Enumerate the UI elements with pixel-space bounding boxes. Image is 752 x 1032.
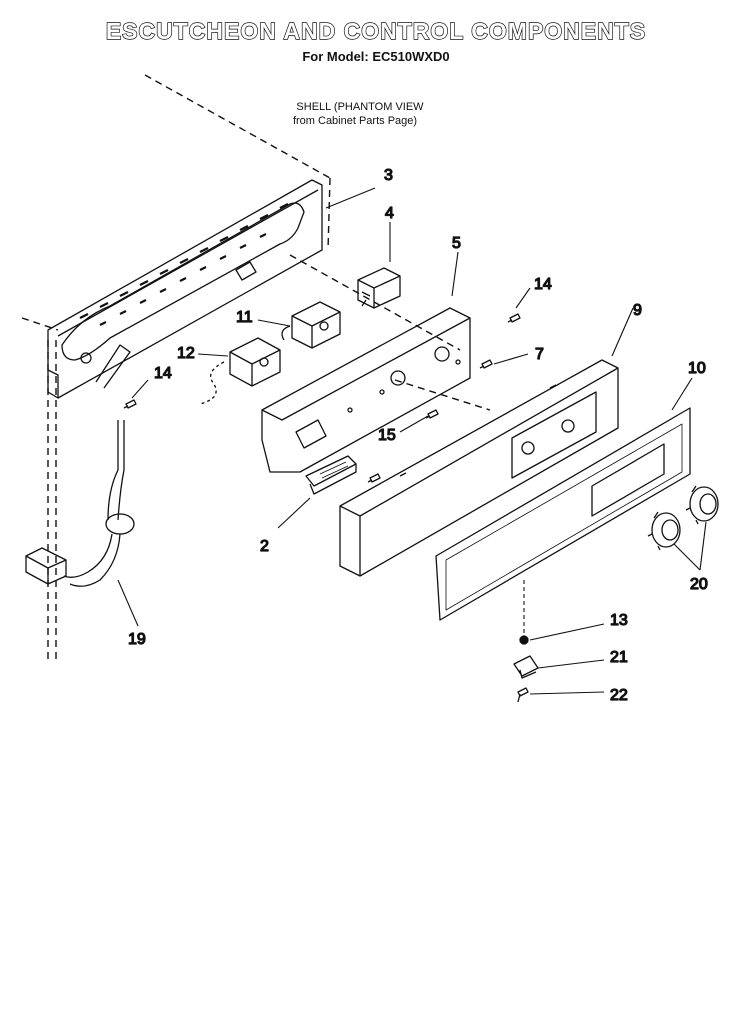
control-plate-part-5: [261, 307, 471, 473]
switch-part-4: [357, 267, 401, 309]
callout-11: 11: [236, 309, 253, 326]
callout-9: 9: [633, 302, 642, 319]
rear-bracket-part-3: [47, 179, 323, 399]
callout-20: 20: [690, 576, 708, 593]
escutcheon-panel-part-9: [339, 359, 619, 577]
power-cord-part-19: [25, 420, 135, 587]
callout-4: 4: [385, 205, 394, 222]
overlay-part-10: [435, 407, 691, 621]
diagram-title: ESCUTCHEON AND CONTROL COMPONENTS: [105, 17, 647, 44]
callout-2: 2: [260, 538, 269, 555]
callout-10: 10: [688, 360, 706, 377]
connector-part-2: [305, 455, 357, 495]
callout-19: 19: [128, 631, 146, 648]
callout-22: 22: [610, 687, 628, 704]
leader-lines: [117, 187, 707, 695]
switch-part-11: [281, 301, 341, 349]
callout-7: 7: [535, 346, 544, 363]
cabinet-shell-phantom: [21, 74, 491, 660]
callout-3: 3: [384, 167, 393, 184]
callout-14-left: 14: [154, 365, 172, 382]
model-subtitle: For Model: EC510WXD0: [302, 49, 450, 64]
callout-15: 15: [378, 427, 396, 444]
shell-note-line-2: from Cabinet Parts Page): [292, 115, 418, 127]
shell-note-line-1: SHELL (PHANTOM VIEW: [296, 101, 424, 113]
callout-12: 12: [177, 345, 195, 362]
callout-14-top: 14: [534, 276, 552, 293]
callout-5: 5: [452, 235, 461, 252]
switch-part-12: [199, 337, 281, 405]
callout-21: 21: [610, 649, 628, 666]
screws: [123, 313, 539, 703]
knobs-part-20: [647, 485, 719, 551]
callout-13: 13: [610, 612, 628, 629]
